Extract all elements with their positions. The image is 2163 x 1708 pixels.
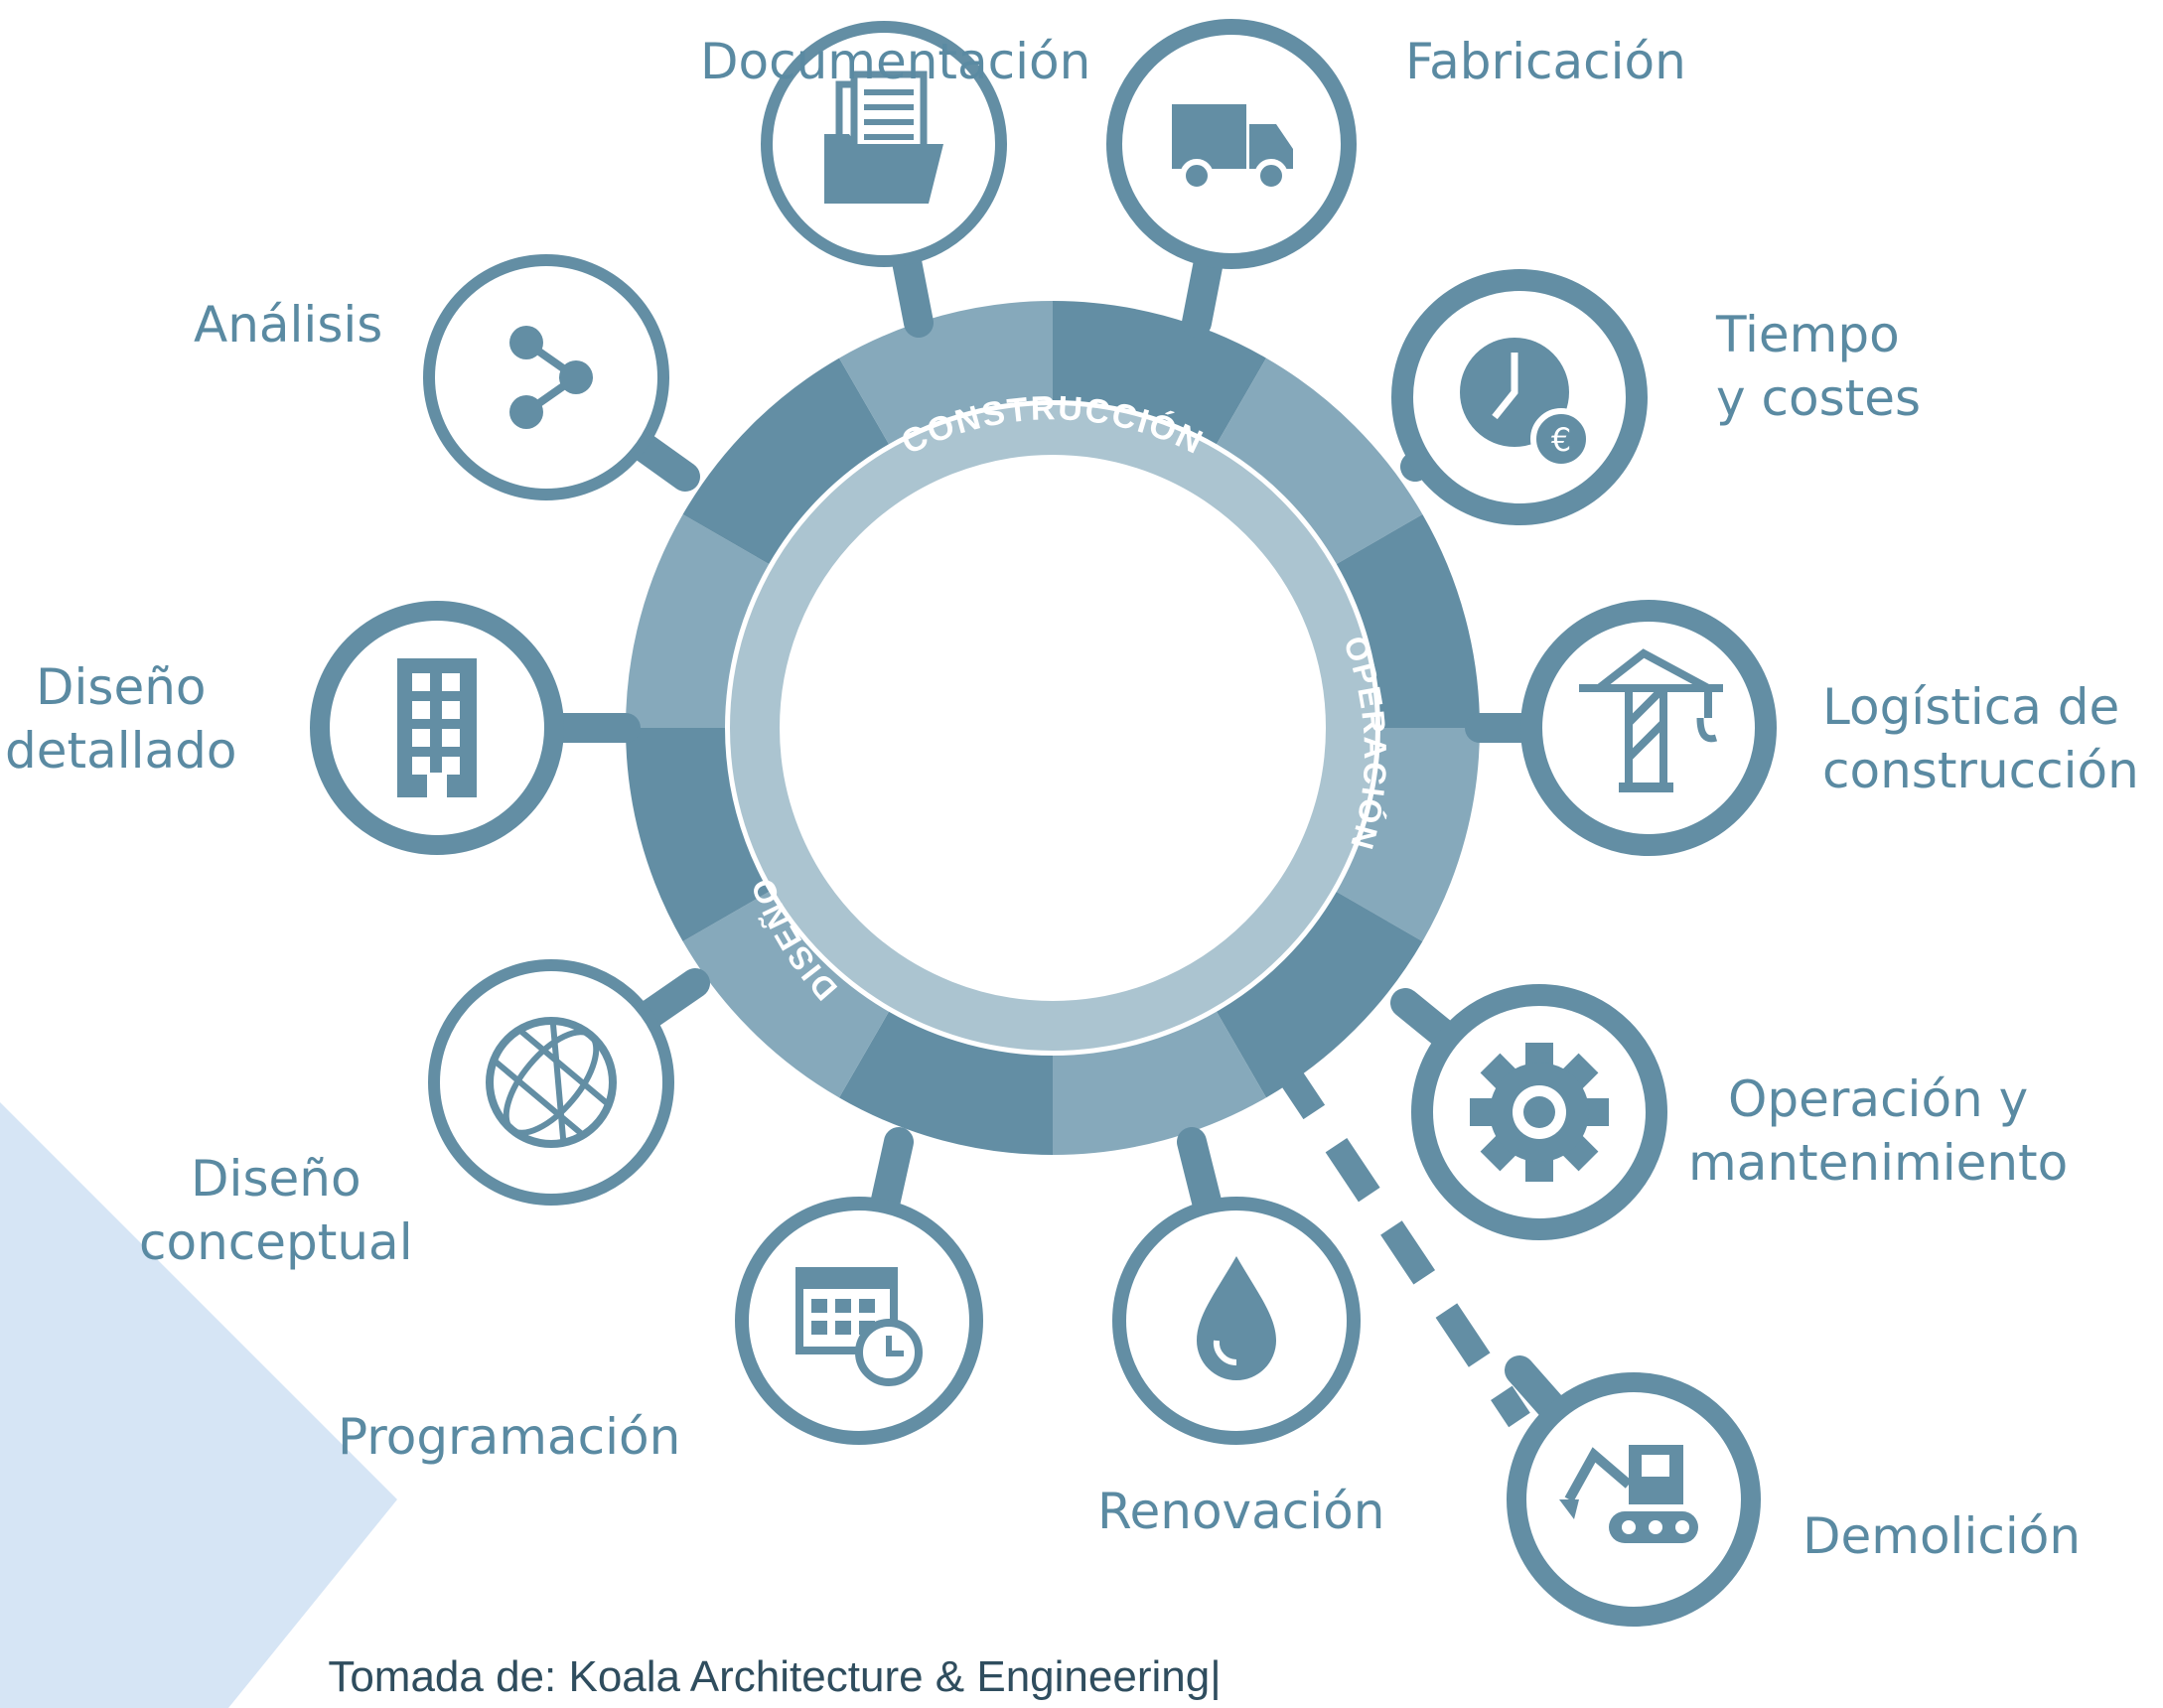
node-tiempo: € xyxy=(1391,269,1648,525)
label-line: construcción xyxy=(1822,742,2139,799)
building-icon xyxy=(397,658,477,797)
node-logistica xyxy=(1465,600,1777,856)
lifecycle-inner-ring xyxy=(730,405,1375,1051)
ring-segment xyxy=(1217,892,1423,1098)
label-detallado: Diseño detallado xyxy=(5,655,237,783)
node-fabricacion xyxy=(1106,19,1357,338)
ring-segment xyxy=(1336,514,1480,728)
node-renovacion xyxy=(1112,1127,1361,1445)
ring-segment xyxy=(682,892,889,1098)
label-line: Diseño xyxy=(191,1150,361,1208)
demolition-dashed-line xyxy=(1270,1055,1530,1428)
node-conceptual xyxy=(428,959,710,1206)
label-line: mantenimiento xyxy=(1688,1134,2069,1192)
label-line: Diseño xyxy=(36,658,207,716)
label-line: conceptual xyxy=(139,1213,413,1271)
source-caption: Tomada de: Koala Architecture & Engineer… xyxy=(328,1652,1222,1701)
node-documentacion xyxy=(761,21,1007,338)
drop-icon xyxy=(1197,1256,1276,1380)
lifecycle-nodes: € xyxy=(310,19,1777,1627)
truck-icon xyxy=(1172,104,1293,193)
gear-icon xyxy=(1470,1043,1609,1182)
ring-segment xyxy=(839,1011,1053,1155)
share-icon xyxy=(509,326,593,429)
label-line: Tiempo xyxy=(1716,306,1900,363)
crane-icon xyxy=(1579,648,1723,792)
label-programacion: Programación xyxy=(338,1405,680,1469)
label-line: Renovación xyxy=(1097,1483,1385,1540)
ring-segment xyxy=(1336,728,1480,941)
background-triangle xyxy=(0,1102,397,1708)
lifecycle-outer-ring xyxy=(626,301,1480,1155)
node-circle xyxy=(423,254,669,500)
node-demolicion xyxy=(1505,1355,1761,1627)
excavator-icon xyxy=(1559,1445,1698,1543)
label-demolicion: Demolición xyxy=(1802,1504,2081,1568)
node-circle xyxy=(428,959,674,1206)
ring-segment xyxy=(1053,1011,1266,1155)
label-line: Fabricación xyxy=(1405,33,1686,90)
label-line: y costes xyxy=(1716,369,1922,427)
svg-text:€: € xyxy=(1551,421,1571,459)
node-programacion xyxy=(735,1127,983,1445)
folder-documents-icon xyxy=(824,71,943,204)
label-line: Análisis xyxy=(194,296,383,354)
ring-center xyxy=(781,456,1325,1000)
label-line: Logística de xyxy=(1822,678,2120,736)
clock-cost-icon: € xyxy=(1460,338,1592,470)
node-circle xyxy=(1520,600,1777,856)
ring-segment xyxy=(626,728,770,941)
ring-segment xyxy=(1217,357,1423,564)
label-operacion: Operación y mantenimiento xyxy=(1688,1068,2068,1195)
calendar-clock-icon xyxy=(795,1267,923,1386)
label-tiempo: Tiempo y costes xyxy=(1716,303,1921,430)
label-line: Programación xyxy=(338,1408,681,1466)
ring-segment xyxy=(1053,301,1266,445)
label-line: detallado xyxy=(5,722,237,780)
label-fabricacion: Fabricación xyxy=(1405,30,1686,93)
label-line: Demolición xyxy=(1802,1507,2082,1565)
node-analisis xyxy=(423,254,700,500)
label-logistica: Logística de construcción xyxy=(1822,675,2139,802)
node-operacion xyxy=(1390,984,1667,1240)
node-detallado xyxy=(310,601,641,855)
ring-segment xyxy=(839,301,1053,445)
globe-icon xyxy=(486,1017,617,1148)
label-line: Operación y xyxy=(1728,1070,2029,1128)
label-analisis: Análisis xyxy=(194,293,382,356)
label-line: Documentación xyxy=(700,33,1091,90)
ring-segment xyxy=(682,357,889,564)
label-renovacion: Renovación xyxy=(1097,1480,1384,1543)
ring-segment xyxy=(626,514,770,728)
label-documentacion: Documentación xyxy=(700,30,1090,93)
